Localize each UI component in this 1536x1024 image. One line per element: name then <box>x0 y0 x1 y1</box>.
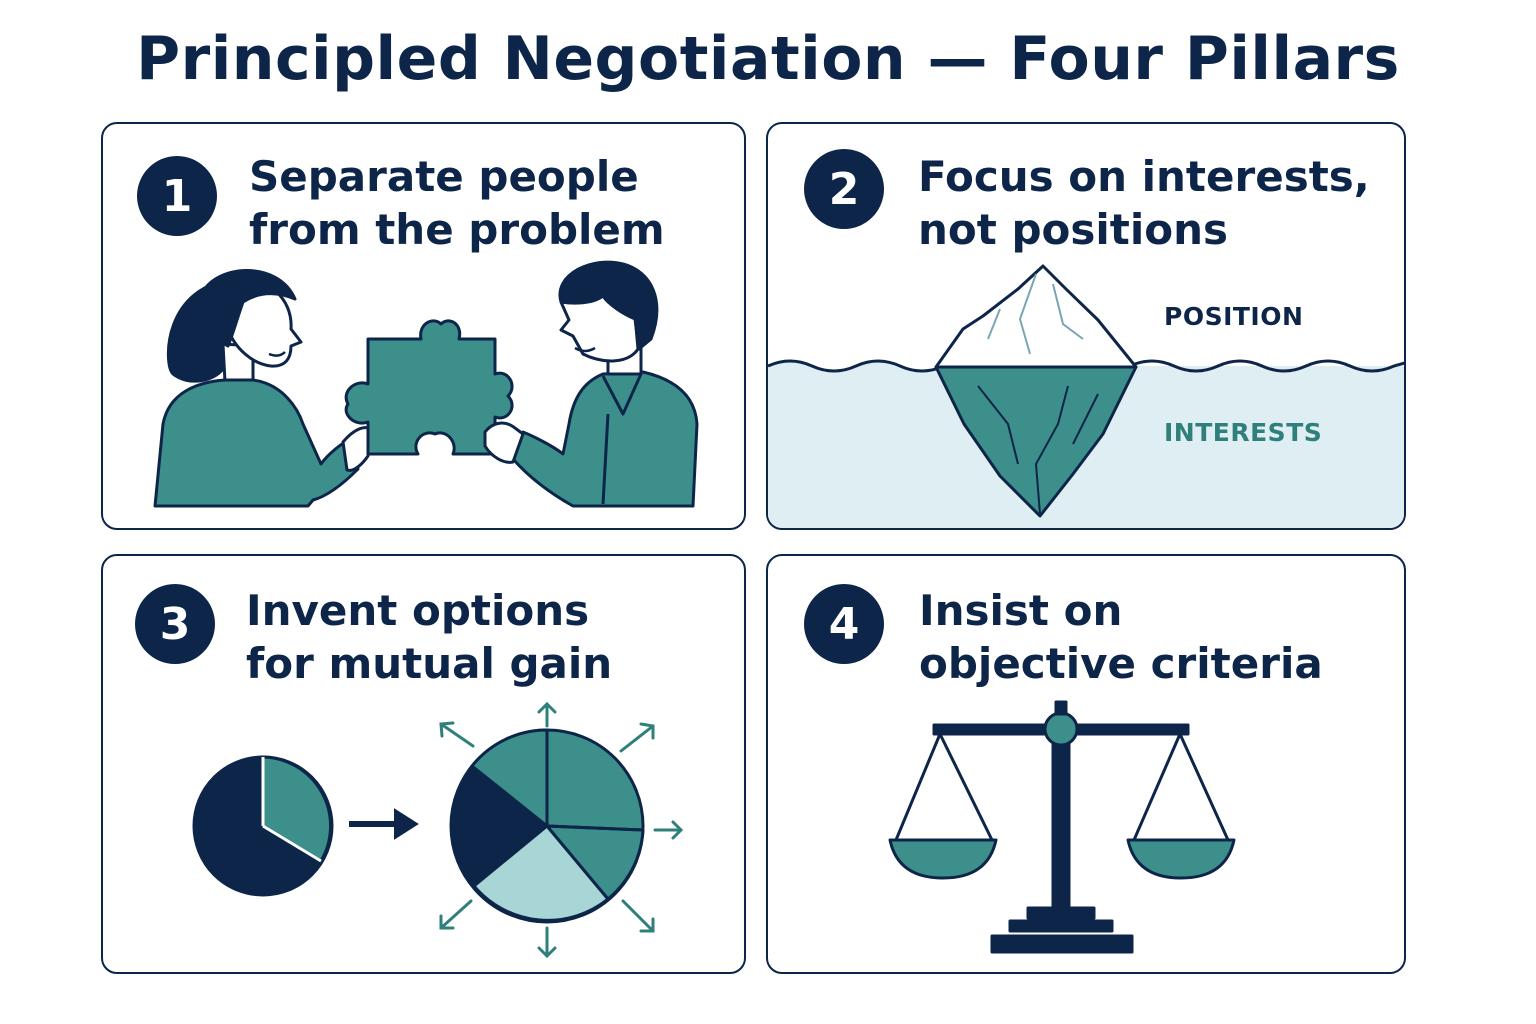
interests-label: INTERESTS <box>1164 418 1323 447</box>
iceberg-base <box>934 365 1138 518</box>
small-pie <box>192 755 334 897</box>
woman-figure <box>153 269 373 508</box>
pillar-heading-line: objective criteria <box>919 639 1323 688</box>
pillar-heading: Insist on objective criteria <box>919 584 1323 690</box>
balance-scale-icon <box>888 700 1236 954</box>
position-label: POSITION <box>1164 302 1304 331</box>
pillar-number-badge: 4 <box>804 584 884 664</box>
pillar-heading-line: from the problem <box>249 205 665 254</box>
expanded-pie <box>449 728 645 924</box>
right-arrow-icon <box>349 808 419 840</box>
iceberg-tip <box>934 264 1138 369</box>
pillar-heading: Invent options for mutual gain <box>246 584 612 690</box>
pillar-heading-line: not positions <box>918 205 1228 254</box>
pillar-heading-line: Invent options <box>246 586 590 635</box>
pillar-card-1: 1 Separate people from the problem <box>101 122 746 530</box>
pillar-heading: Focus on interests, not positions <box>918 150 1370 256</box>
pillar-heading-line: Separate people <box>249 152 639 201</box>
iceberg-illustration <box>768 264 1404 528</box>
pillar-heading: Separate people from the problem <box>249 150 665 256</box>
pillar-heading-line: Focus on interests, <box>918 152 1370 201</box>
pillar-number-badge: 3 <box>135 584 215 664</box>
page-title: Principled Negotiation — Four Pillars <box>136 24 1400 94</box>
pie-expansion-illustration <box>192 701 684 959</box>
pillar-number-badge: 2 <box>804 149 884 229</box>
pillar-card-3: 3 Invent options for mutual gain <box>101 554 746 974</box>
man-figure <box>483 260 699 508</box>
pillar-heading-line: Insist on <box>919 586 1123 635</box>
people-puzzle-illustration <box>153 260 699 508</box>
pillar-card-2: 2 Focus on interests, not positions POSI… <box>766 122 1406 530</box>
pillar-number-badge: 1 <box>137 156 217 236</box>
pillar-card-4: 4 Insist on objective criteria <box>766 554 1406 974</box>
pillar-heading-line: for mutual gain <box>246 639 613 688</box>
outward-arrows-icon <box>439 701 684 959</box>
